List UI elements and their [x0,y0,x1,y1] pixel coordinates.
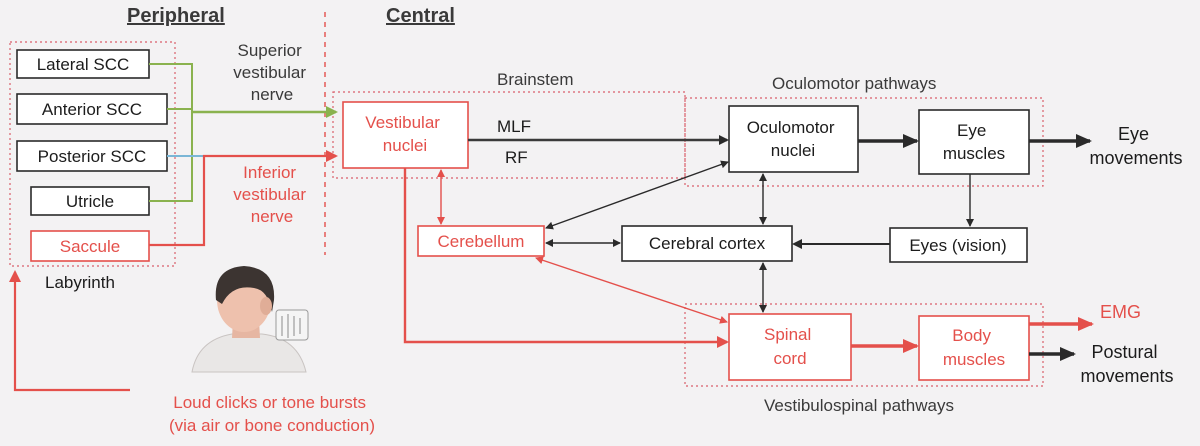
oculomotor-nuclei-box [728,105,859,173]
oculomotor-pathways-label: Oculomotor pathways [772,74,936,93]
rf-label: RF [505,148,528,167]
postural-movements-label: Postural movements [1080,342,1173,386]
superior-nerve-connector [149,63,338,202]
cerebellum-spinal-arrow [535,256,728,324]
body-muscles-box [918,315,1030,381]
posterior-scc-label: Posterior SCC [38,147,147,166]
saccule-label: Saccule [60,237,120,256]
utricle-box [30,186,150,216]
lateral-scc-box [16,49,150,79]
heading-central: Central [386,5,455,27]
headphone-icon [275,309,309,341]
stimulus-label: Loud clicks or tone bursts (via air or b… [169,393,375,435]
cerebellum-box [417,225,545,257]
labyrinth-label: Labyrinth [45,273,115,292]
brainstem-label: Brainstem [497,70,574,89]
anterior-scc-label: Anterior SCC [42,100,142,119]
superior-nerve-label: Superior vestibular nerve [233,41,311,104]
inferior-nerve-connector [149,150,338,247]
cerebral-cortex-label: Cerebral cortex [649,234,766,253]
heading-peripheral: Peripheral [127,5,225,27]
posterior-scc-box [16,140,168,172]
eye-movements-label: Eye movements [1089,124,1182,168]
cerebellum-oculomotor-arrow [545,160,729,230]
eye-muscles-box [918,109,1030,175]
utricle-label: Utricle [66,192,114,211]
oculomotor-nuclei-label: Oculomotor nuclei [747,118,840,160]
vestibular-nuclei-box [342,101,469,169]
eye-muscles-label: Eye muscles [943,121,1005,163]
emg-label: EMG [1100,302,1141,322]
vestibulospinal-pathways-label: Vestibulospinal pathways [764,396,954,415]
vn-to-spinal-arrow [403,168,729,348]
vestibular-nuclei-label: Vestibular nuclei [365,113,444,155]
cerebellum-label: Cerebellum [438,232,525,251]
eyes-vision-label: Eyes (vision) [909,236,1006,255]
labyrinth-region [9,41,176,267]
inferior-nerve-label: Inferior vestibular nerve [233,163,311,226]
saccule-box [30,230,150,262]
mlf-label: MLF [497,117,531,136]
lateral-scc-label: Lateral SCC [37,55,130,74]
body-muscles-label: Body muscles [943,326,1005,369]
spinal-cord-box [728,313,852,381]
stimulus-arrow [9,270,130,392]
head-illustration [191,266,309,373]
spinal-cord-label: Spinal cord [764,325,816,368]
cerebral-cortex-box [621,225,793,262]
eyes-vision-box [889,227,1028,263]
